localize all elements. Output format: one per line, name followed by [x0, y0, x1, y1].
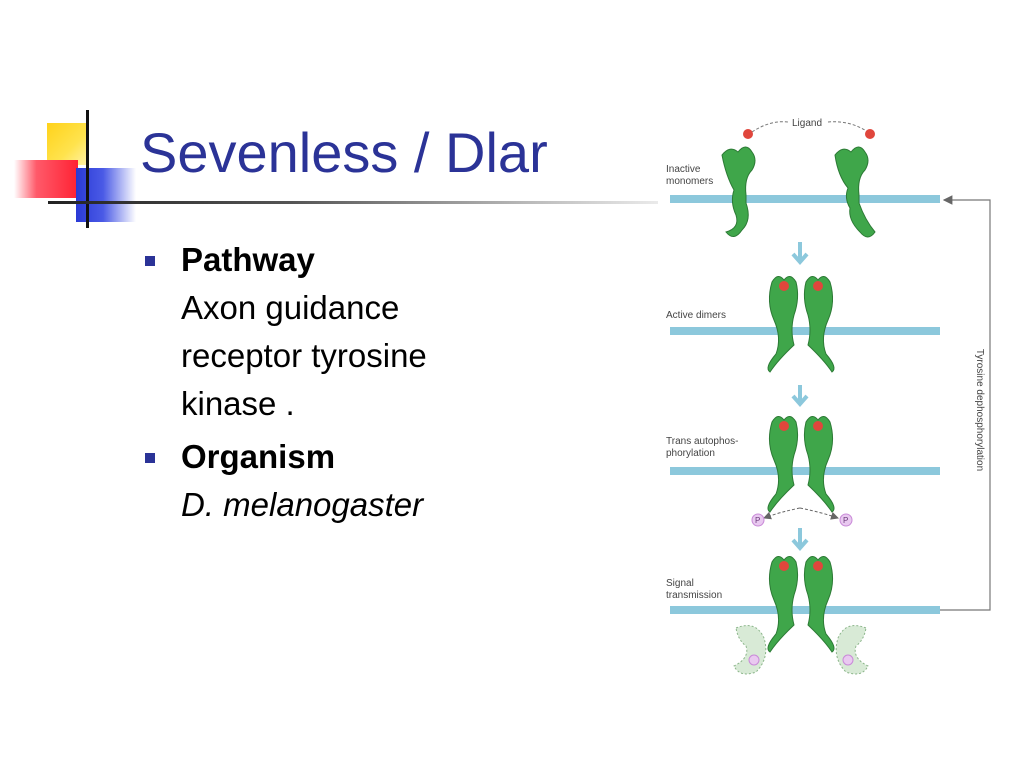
stage-label: transmission — [666, 590, 722, 601]
receptor-monomer — [721, 146, 756, 237]
stage-label: phorylation — [666, 448, 715, 459]
ligand-annotation: Ligand — [751, 118, 869, 133]
stage-label: Active dimers — [666, 310, 726, 321]
phospho-label: P — [843, 516, 848, 525]
bullet-square-icon — [145, 453, 155, 464]
ligand-dot — [813, 561, 823, 571]
slide-title: Sevenless / Dlar — [140, 121, 548, 184]
ligand-dot — [813, 281, 823, 291]
stage-label: Trans autophos- — [666, 436, 738, 447]
stage-label: monomers — [666, 176, 713, 187]
stage-label: Inactive — [666, 164, 701, 175]
ligand-dot — [779, 281, 789, 291]
bullet-organism: Organism D. melanogaster — [145, 433, 565, 529]
ligand-dot — [865, 129, 875, 139]
ligand-dot — [779, 561, 789, 571]
receptor-dimer — [767, 556, 835, 653]
side-label: Tyrosine dephosphorylation — [974, 349, 985, 471]
ligand-dot — [743, 129, 753, 139]
down-arrow-icon — [791, 528, 809, 552]
phosphorylation-arrows — [763, 507, 839, 520]
membrane-bar — [670, 327, 940, 335]
bullet-square-icon — [145, 256, 155, 266]
bullet-heading: Pathway — [181, 241, 315, 278]
title-underline — [48, 201, 658, 204]
receptor-dimer — [767, 416, 835, 513]
membrane-bar — [670, 606, 940, 614]
bullet-pathway: Pathway Axon guidance receptor tyrosine … — [145, 236, 565, 427]
down-arrow-icon — [791, 242, 809, 266]
signaling-protein — [733, 625, 767, 675]
ligand-label: Ligand — [792, 118, 822, 129]
ligand-dot — [813, 421, 823, 431]
decor-blue-square — [76, 168, 136, 222]
down-arrow-icon — [791, 385, 809, 408]
bullet-text: Axon guidance — [181, 288, 400, 326]
decor-vertical-line — [86, 110, 89, 228]
bullet-list: Pathway Axon guidance receptor tyrosine … — [145, 236, 565, 535]
bullet-heading: Organism — [181, 438, 336, 476]
bullet-text: receptor tyrosine — [181, 336, 427, 374]
ligand-dot — [779, 421, 789, 431]
receptor-monomer — [834, 146, 876, 238]
signaling-protein — [835, 625, 869, 675]
bullet-text: D. melanogaster — [181, 486, 424, 524]
phospho-marker: P — [839, 513, 853, 527]
membrane-bar — [670, 195, 940, 203]
phospho-marker: P — [751, 513, 765, 527]
feedback-arrow: Tyrosine dephosphorylation — [940, 195, 991, 611]
decor-yellow-square — [47, 123, 87, 165]
membrane-bar — [670, 467, 940, 475]
stage-label: Signal — [666, 578, 694, 589]
decor-red-square — [14, 160, 78, 198]
receptor-pathway-diagram: Ligand Inactive monomers Active dimers T… — [666, 118, 991, 675]
receptor-dimer — [767, 276, 835, 373]
phospho-label: P — [755, 516, 760, 525]
bullet-text: kinase . — [181, 384, 295, 422]
